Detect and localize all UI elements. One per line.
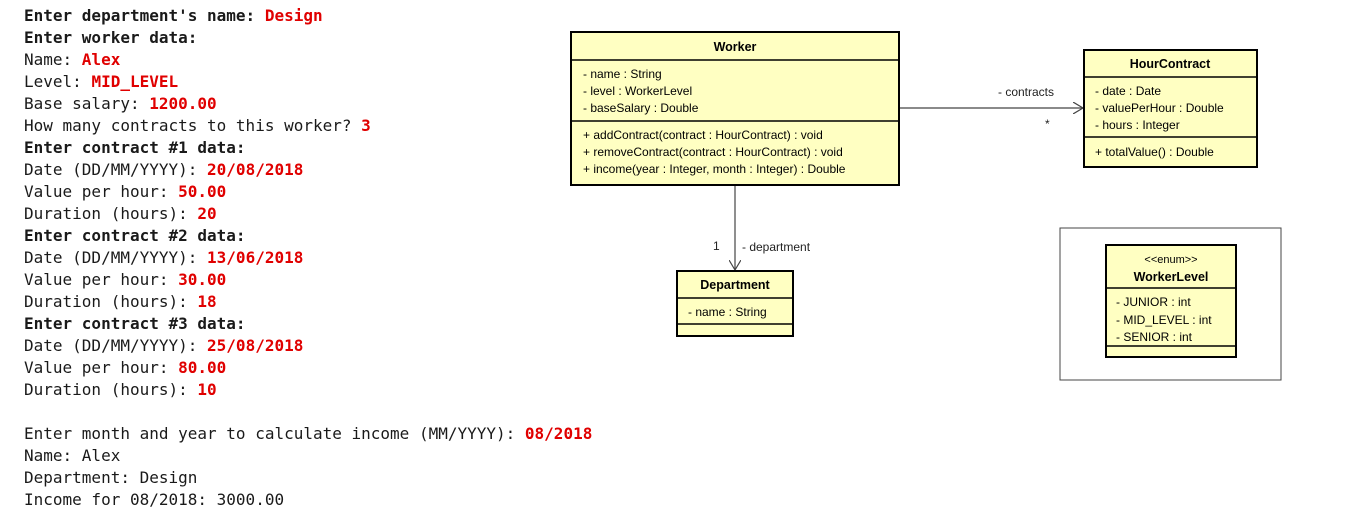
console-text: Date (DD/MM/YYYY): [24, 336, 208, 355]
worker-level-class-name: WorkerLevel [1134, 270, 1209, 284]
department-role-label: - department [742, 240, 811, 254]
worker-level-constant: - SENIOR : int [1116, 330, 1193, 344]
console-text: Duration (hours): [24, 380, 198, 399]
console-line: Level: MID_LEVEL [24, 71, 592, 93]
console-line: Enter month and year to calculate income… [24, 423, 592, 445]
user-input-text: 30.00 [178, 270, 227, 289]
console-text: Base salary: [24, 94, 150, 113]
console-text: Level: [24, 72, 92, 91]
console-line: Name: Alex [24, 445, 592, 467]
contracts-multiplicity-label: * [1045, 117, 1050, 131]
user-input-text: 08/2018 [524, 424, 593, 443]
worker-class-name: Worker [714, 40, 757, 54]
class-hour-contract: HourContract - date : Date - valuePerHou… [1083, 49, 1258, 168]
association-department: - department 1 [713, 185, 811, 270]
department-class-name: Department [700, 278, 770, 292]
hour-contract-attribute: - date : Date [1095, 84, 1161, 98]
user-input-text: 20 [197, 204, 217, 223]
console-text: Name: [24, 50, 82, 69]
user-input-text: 1200.00 [149, 94, 217, 113]
enum-worker-level: <<enum>> WorkerLevel - JUNIOR : int - MI… [1105, 244, 1237, 358]
console-text: Enter contract #2 data: [24, 226, 246, 245]
worker-method: + removeContract(contract : HourContract… [583, 145, 843, 159]
console-line: Enter contract #2 data: [24, 225, 592, 247]
department-attribute: - name : String [688, 305, 767, 319]
user-input-text: 18 [197, 292, 217, 311]
user-input-text: MID_LEVEL [91, 72, 179, 91]
console-text: Enter contract #3 data: [24, 314, 246, 333]
hour-contract-attribute: - valuePerHour : Double [1095, 101, 1224, 115]
console-line: Duration (hours): 18 [24, 291, 592, 313]
console-line: Base salary: 1200.00 [24, 93, 592, 115]
contracts-role-label: - contracts [998, 85, 1054, 99]
worker-level-stereotype: <<enum>> [1144, 254, 1197, 266]
hour-contract-class-name: HourContract [1130, 57, 1211, 71]
worker-attribute: - level : WorkerLevel [583, 84, 692, 98]
console-text: Date (DD/MM/YYYY): [24, 248, 208, 267]
console-line: Enter worker data: [24, 27, 592, 49]
user-input-text: 3 [361, 116, 371, 135]
console-text: Value per hour: [24, 358, 179, 377]
worker-attribute: - name : String [583, 67, 662, 81]
console-line: Date (DD/MM/YYYY): 25/08/2018 [24, 335, 592, 357]
console-text: Enter contract #1 data: [24, 138, 246, 157]
console-text: Income for 08/2018: 3000.00 [24, 490, 285, 509]
worker-method: + addContract(contract : HourContract) :… [583, 128, 823, 142]
user-input-text: Alex [81, 50, 121, 69]
user-input-text: 25/08/2018 [207, 336, 304, 355]
console-text: Name: Alex [24, 446, 121, 465]
console-line: How many contracts to this worker? 3 [24, 115, 592, 137]
console-line: Date (DD/MM/YYYY): 20/08/2018 [24, 159, 592, 181]
enum-worker-level-frame [1059, 227, 1282, 381]
user-input-text: 20/08/2018 [207, 160, 304, 179]
class-department: Department - name : String [676, 270, 794, 337]
worker-level-constant: - JUNIOR : int [1116, 295, 1191, 309]
association-contracts: - contracts * [899, 85, 1083, 131]
console-text: Enter month and year to calculate income… [24, 424, 525, 443]
console-line: Enter contract #3 data: [24, 313, 592, 335]
console-line: Enter department's name: Design [24, 5, 592, 27]
console-line: Name: Alex [24, 49, 592, 71]
user-input-text: 50.00 [178, 182, 227, 201]
console-line: Duration (hours): 10 [24, 379, 592, 401]
department-multiplicity-label: 1 [713, 239, 720, 253]
console-text: Date (DD/MM/YYYY): [24, 160, 208, 179]
worker-method: + income(year : Integer, month : Integer… [583, 162, 846, 176]
console-line: Value per hour: 30.00 [24, 269, 592, 291]
class-worker: Worker - name : String - level : WorkerL… [570, 31, 900, 186]
console-line: Value per hour: 80.00 [24, 357, 592, 379]
console-line: Duration (hours): 20 [24, 203, 592, 225]
console-text: Duration (hours): [24, 292, 198, 311]
user-input-text: 10 [197, 380, 217, 399]
console-line: Value per hour: 50.00 [24, 181, 592, 203]
worker-level-constant: - MID_LEVEL : int [1116, 313, 1212, 327]
worker-attribute: - baseSalary : Double [583, 101, 699, 115]
user-input-text: 80.00 [178, 358, 227, 377]
console-text: Duration (hours): [24, 204, 198, 223]
console-text: Enter worker data: [24, 28, 198, 47]
console-line: Enter contract #1 data: [24, 137, 592, 159]
console-text: Enter department's name: [24, 6, 265, 25]
user-input-text: Design [264, 6, 323, 25]
console-line: Date (DD/MM/YYYY): 13/06/2018 [24, 247, 592, 269]
console-line: Department: Design [24, 467, 592, 489]
console-line: Income for 08/2018: 3000.00 [24, 489, 592, 511]
console-text: Department: Design [24, 468, 198, 487]
console-text: Value per hour: [24, 270, 179, 289]
hour-contract-method: + totalValue() : Double [1095, 145, 1214, 159]
console-text: How many contracts to this worker? [24, 116, 362, 135]
console-text: Value per hour: [24, 182, 179, 201]
user-input-text: 13/06/2018 [207, 248, 304, 267]
hour-contract-attribute: - hours : Integer [1095, 118, 1180, 132]
